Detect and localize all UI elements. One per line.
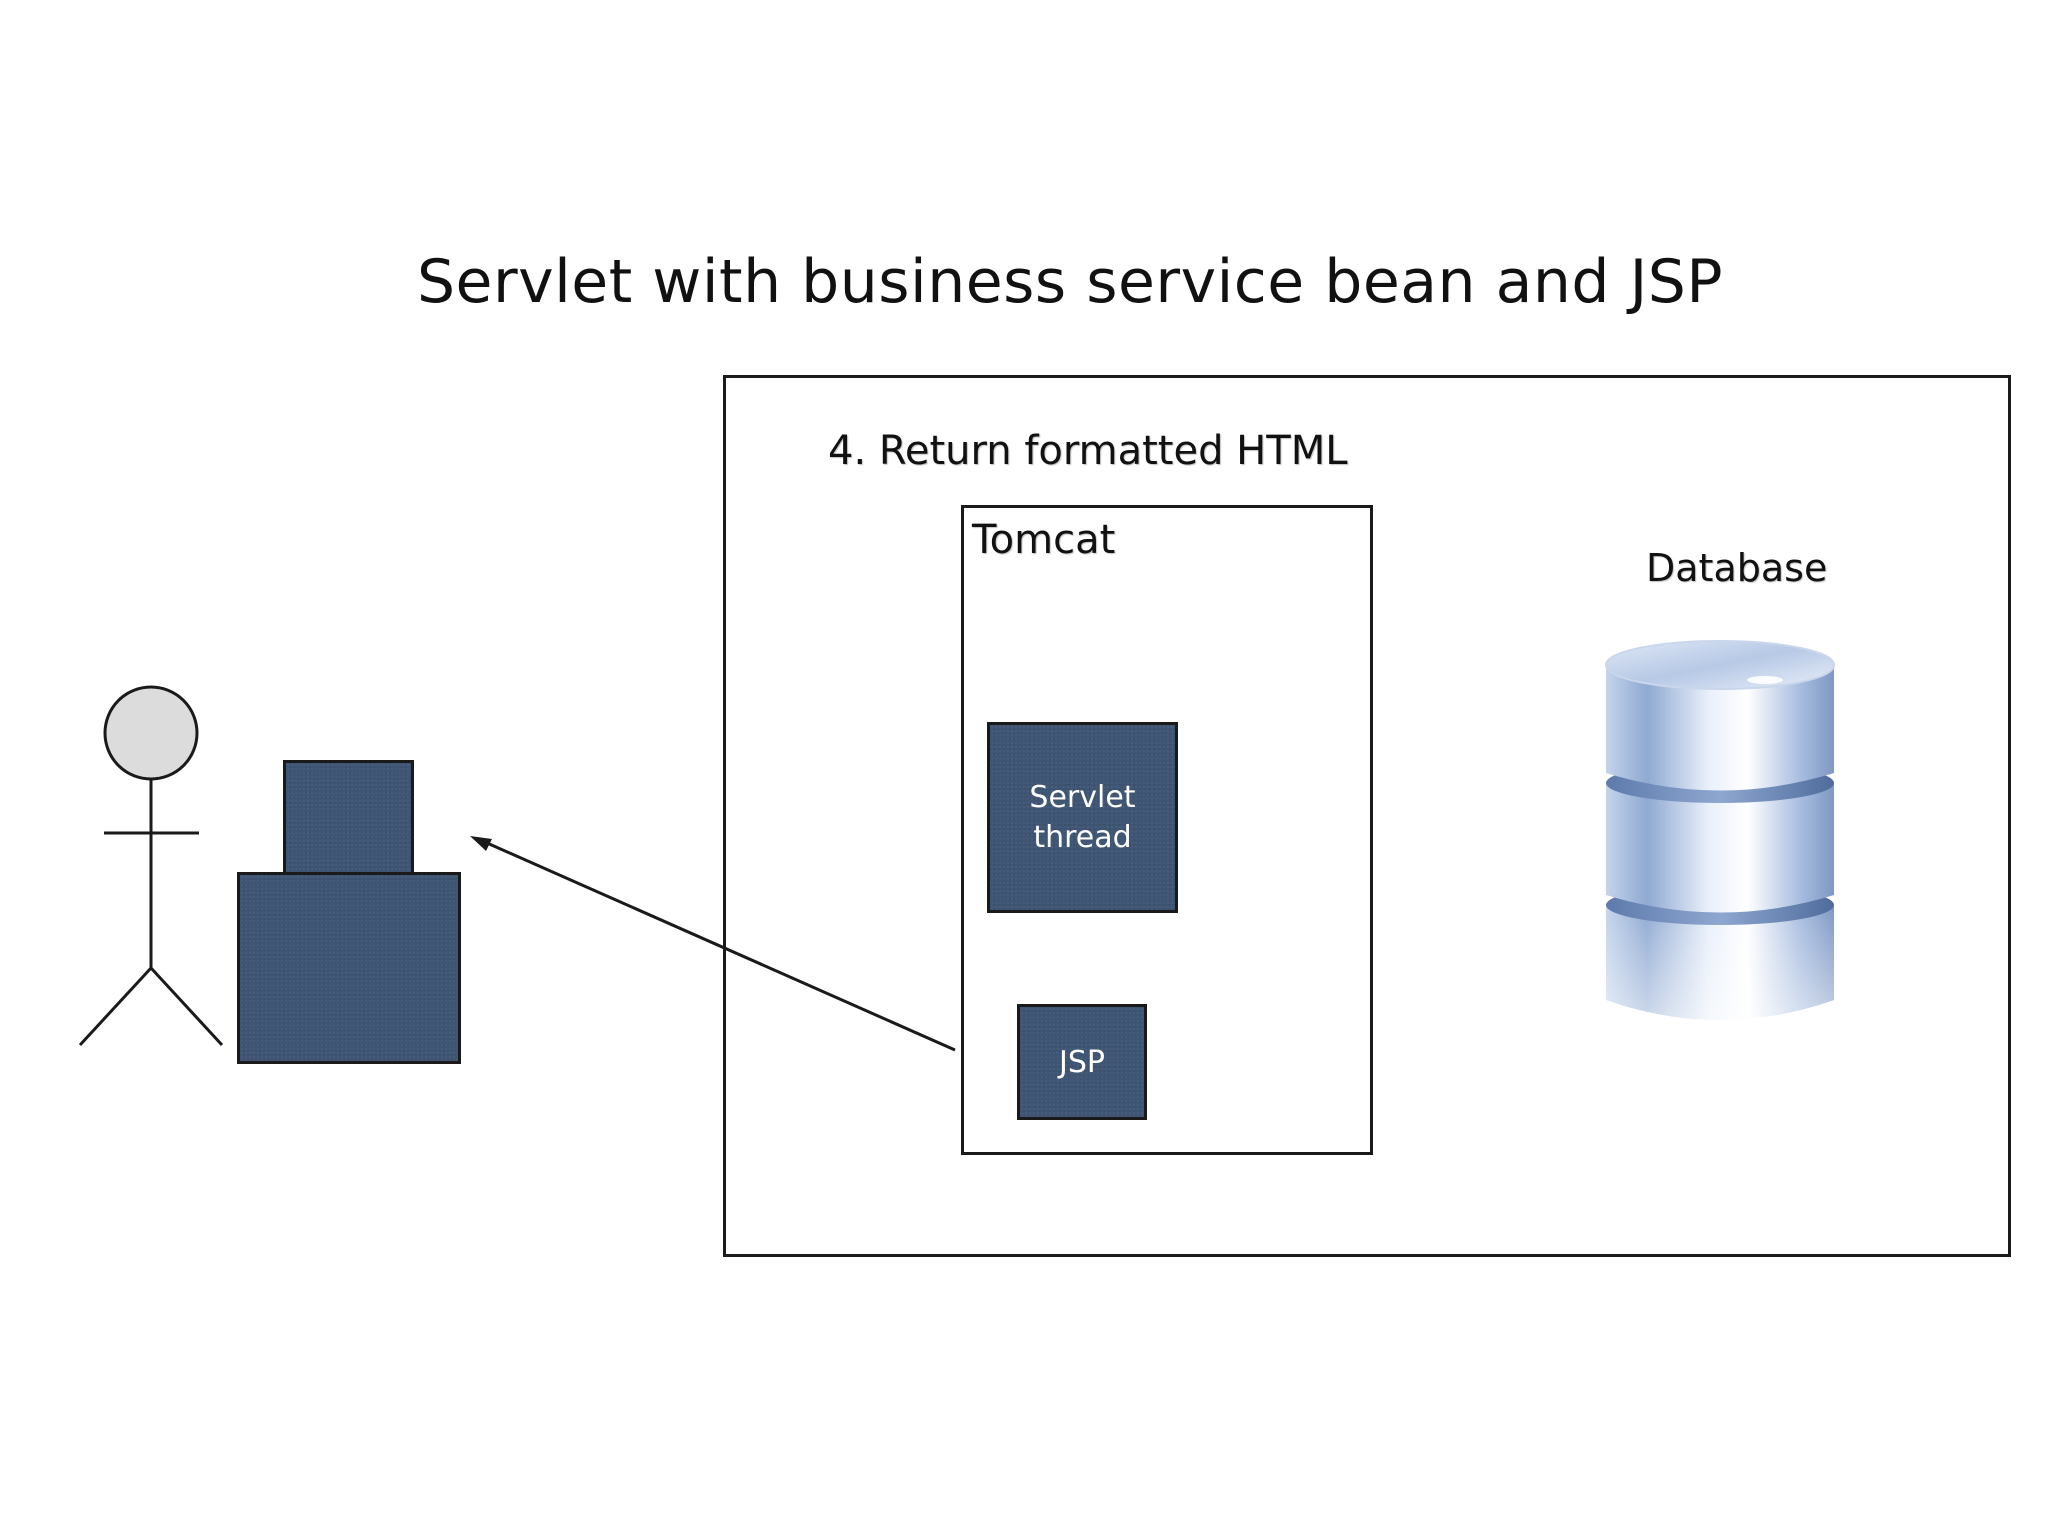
jsp-label: JSP bbox=[1059, 1044, 1105, 1080]
tomcat-container bbox=[961, 505, 1373, 1155]
stick-figure-icon bbox=[78, 685, 224, 1047]
servlet-thread-label: Servlet thread bbox=[1029, 779, 1136, 855]
computer-icon-monitor bbox=[283, 760, 414, 876]
slide-title: Servlet with business service bean and J… bbox=[416, 247, 1724, 317]
servlet-thread-box: Servlet thread bbox=[987, 722, 1178, 913]
jsp-box: JSP bbox=[1017, 1004, 1147, 1120]
computer-icon bbox=[237, 872, 461, 1064]
step-label: 4. Return formatted HTML bbox=[828, 428, 1348, 474]
server-environment-box bbox=[723, 375, 2011, 1257]
database-label: Database bbox=[1646, 546, 1828, 590]
tomcat-label: Tomcat bbox=[972, 517, 1116, 563]
